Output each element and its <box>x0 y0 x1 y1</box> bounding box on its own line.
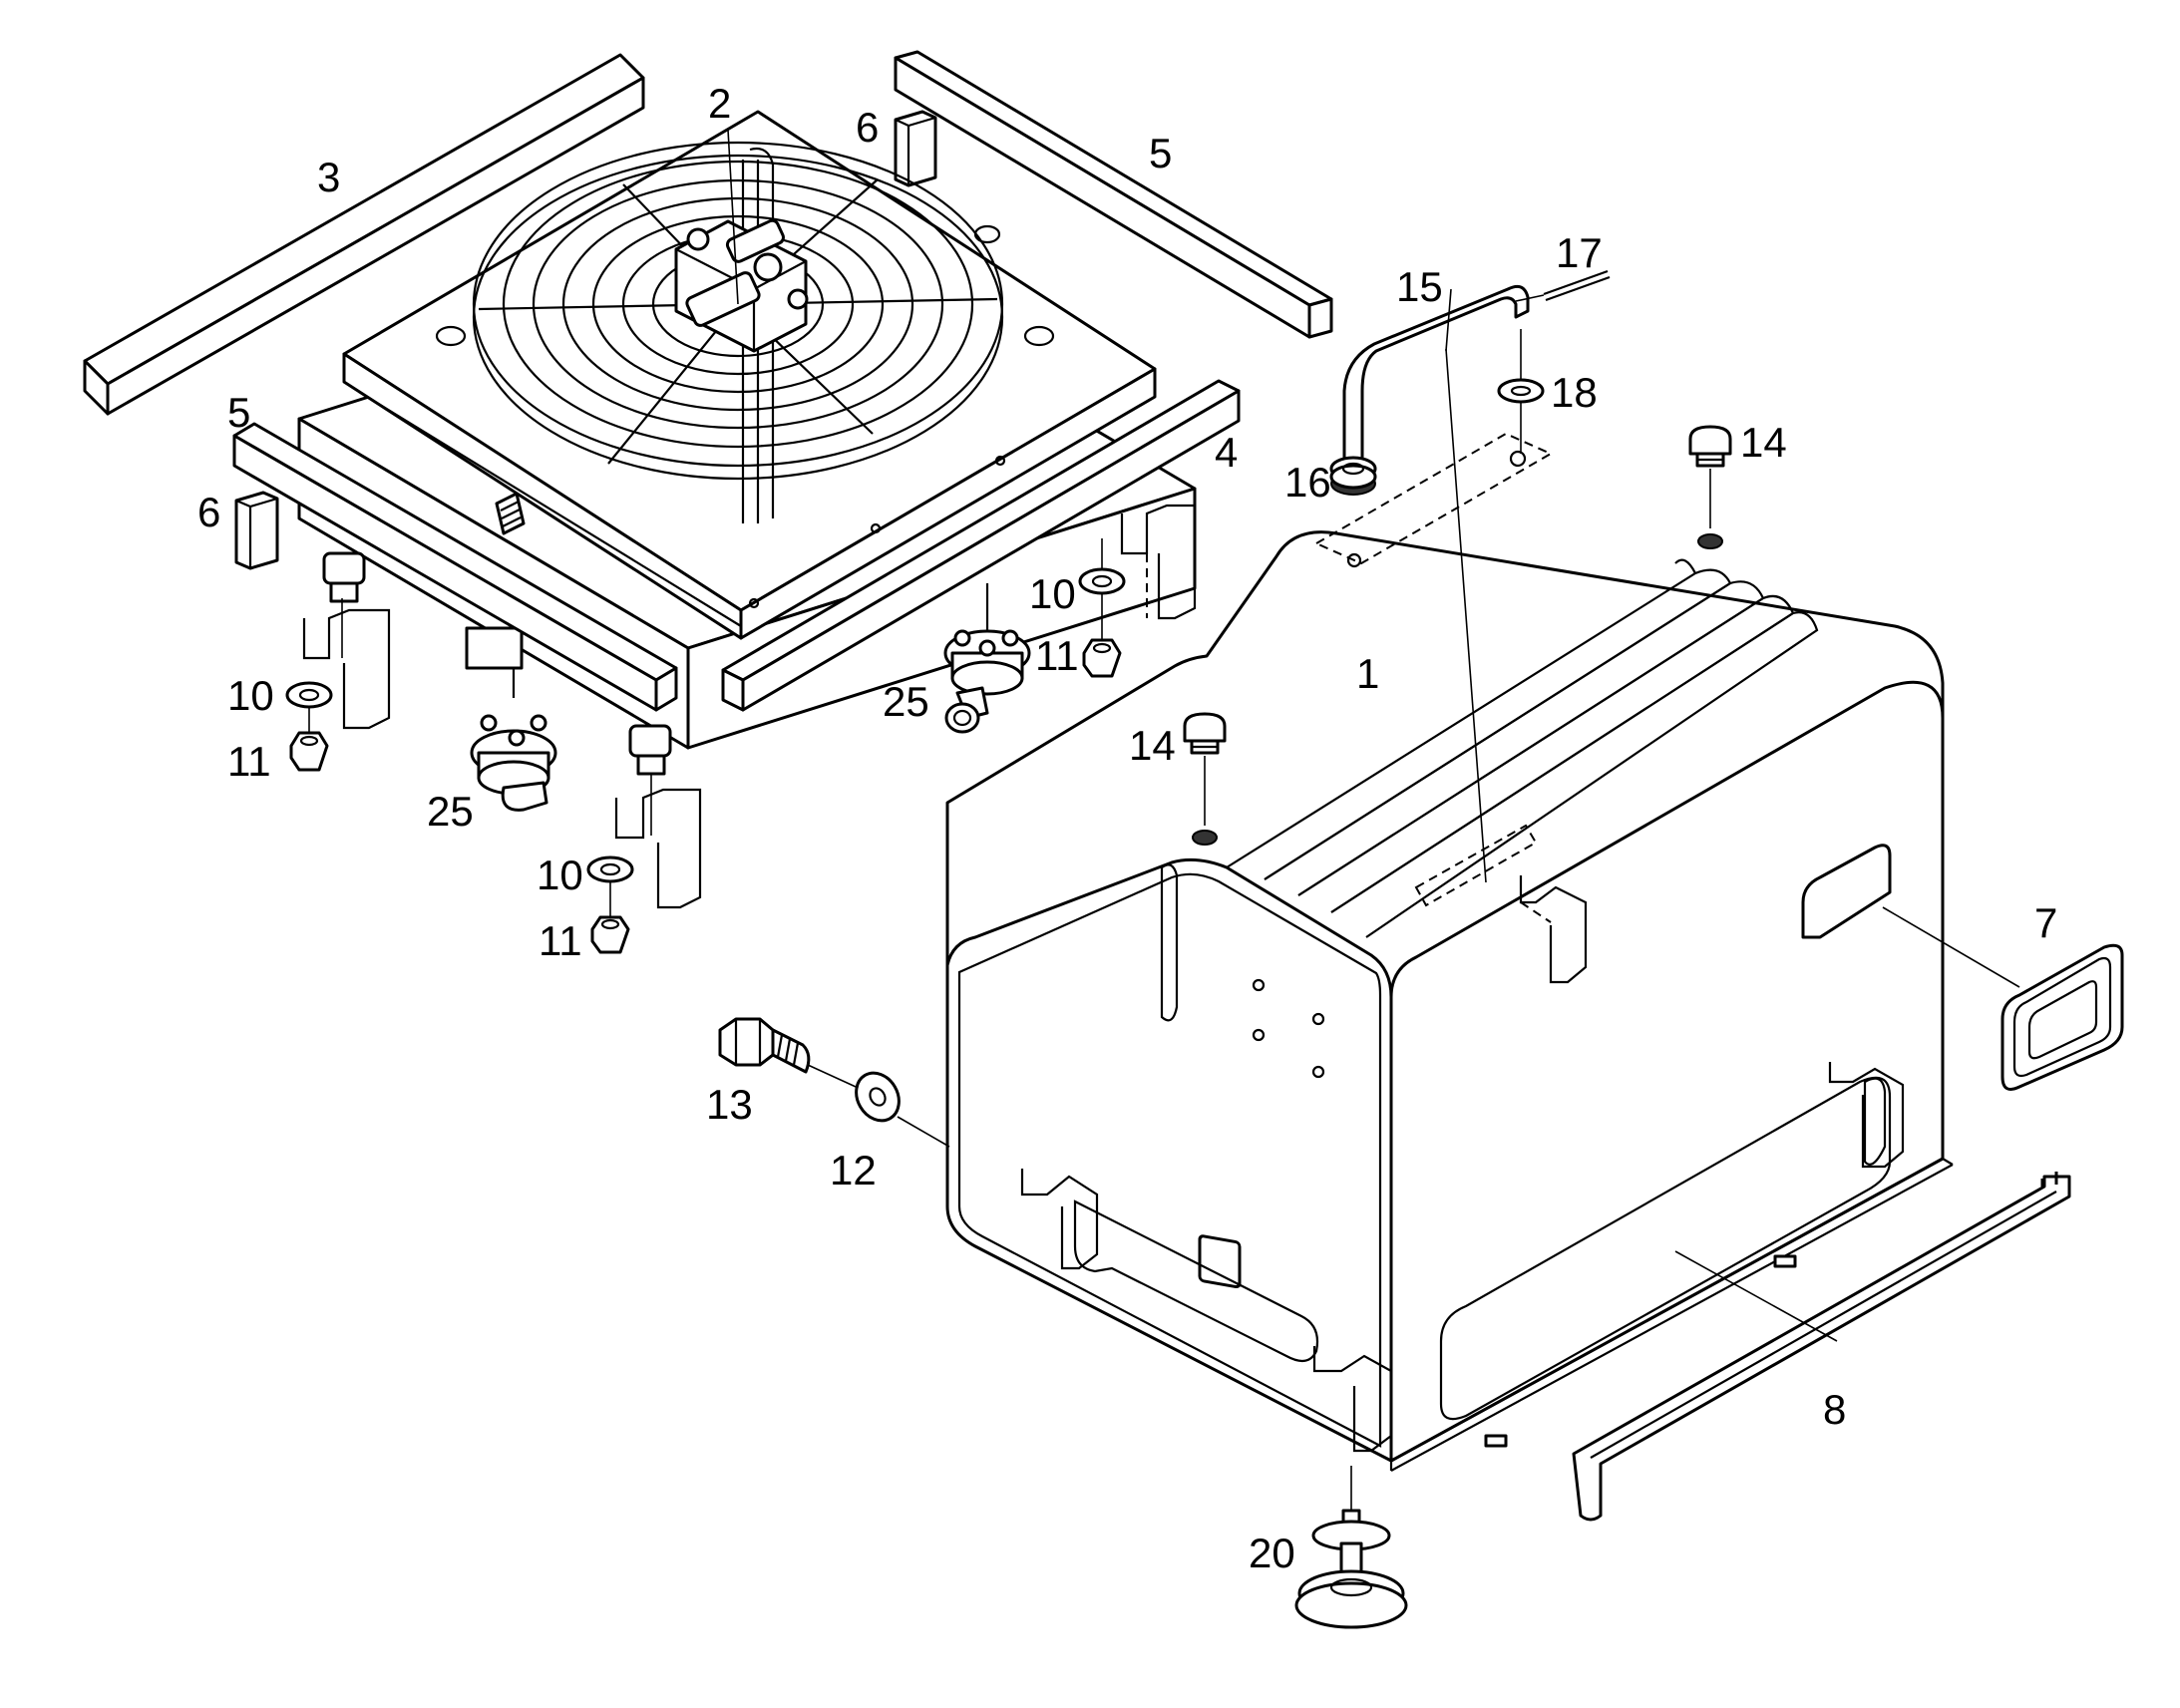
washer-12 <box>855 1071 950 1148</box>
callout-8: 8 <box>1823 1386 1846 1433</box>
top-rollers <box>1226 558 1819 938</box>
frame-bracket-bottom <box>1312 1346 1393 1453</box>
leveling-foot-20 <box>1294 1466 1408 1629</box>
wood-bar-4 <box>721 379 1241 712</box>
nut-11-center <box>590 915 630 954</box>
washer-10-right <box>1078 567 1126 595</box>
callout-12: 12 <box>830 1147 877 1194</box>
callout-11-center: 11 <box>539 917 582 964</box>
fitting-25-right <box>943 629 1031 734</box>
washer-18 <box>1497 329 1545 454</box>
mount-bracket-center <box>614 773 702 909</box>
callout-11-right: 11 <box>1035 632 1079 679</box>
spacer-block-6-top <box>894 110 937 187</box>
callout-2: 2 <box>708 80 731 127</box>
callout-15: 15 <box>1396 263 1443 310</box>
callout-3: 3 <box>317 154 340 200</box>
frame-bracket-top <box>1519 875 1588 984</box>
grommet-16 <box>1329 456 1377 496</box>
wood-bar-3 <box>83 53 645 416</box>
plug-14-right <box>1688 425 1732 549</box>
callout-6-left: 6 <box>197 489 220 535</box>
callout-6-top: 6 <box>856 104 879 151</box>
callout-10-right: 10 <box>1029 570 1076 617</box>
callout-13: 13 <box>706 1081 753 1128</box>
cover-plate-7 <box>1882 906 2124 1091</box>
mount-bracket-left <box>302 598 391 730</box>
callout-25-left: 25 <box>427 788 474 835</box>
handle-15 <box>1313 284 1554 907</box>
callout-25-right: 25 <box>883 678 929 725</box>
callout-7: 7 <box>2034 899 2057 946</box>
frame-bracket-right <box>1828 1062 1905 1169</box>
callout-4: 4 <box>1215 429 1238 476</box>
bent-rod-8 <box>1572 1172 2071 1522</box>
callout-14-right: 14 <box>1740 419 1787 466</box>
spacer-block-6-left <box>234 491 279 570</box>
washer-10-left <box>285 681 333 709</box>
callout-14-left: 14 <box>1129 722 1176 769</box>
mount-bracket-right <box>1120 504 1197 620</box>
drain-plug <box>495 492 526 535</box>
nut-11-right <box>1082 638 1122 678</box>
callout-5-right: 5 <box>1149 130 1172 176</box>
callout-16: 16 <box>1284 459 1331 506</box>
rubber-foot-left <box>322 551 366 603</box>
callout-11-left: 11 <box>227 738 271 785</box>
bolt-13 <box>718 1017 879 1098</box>
wood-bar-5-right <box>894 50 1333 339</box>
callout-5-left: 5 <box>227 389 250 436</box>
frame-bracket-front <box>1020 1169 1099 1270</box>
nut-11-left <box>289 731 329 772</box>
pin-17 <box>1515 269 1611 302</box>
callout-20: 20 <box>1249 1530 1295 1576</box>
washer-10-center <box>586 855 634 883</box>
callout-1: 1 <box>1356 650 1379 697</box>
valve-block <box>674 218 809 353</box>
callout-17: 17 <box>1556 229 1603 276</box>
rubber-foot-center <box>628 724 672 776</box>
wood-bar-5-left <box>232 422 678 712</box>
callout-10-center: 10 <box>537 852 583 898</box>
callout-10-left: 10 <box>227 672 274 719</box>
main-frame-1 <box>945 530 1954 1472</box>
callout-18: 18 <box>1551 369 1598 416</box>
plug-14-left <box>1183 712 1227 846</box>
fitting-25-left <box>470 714 557 812</box>
